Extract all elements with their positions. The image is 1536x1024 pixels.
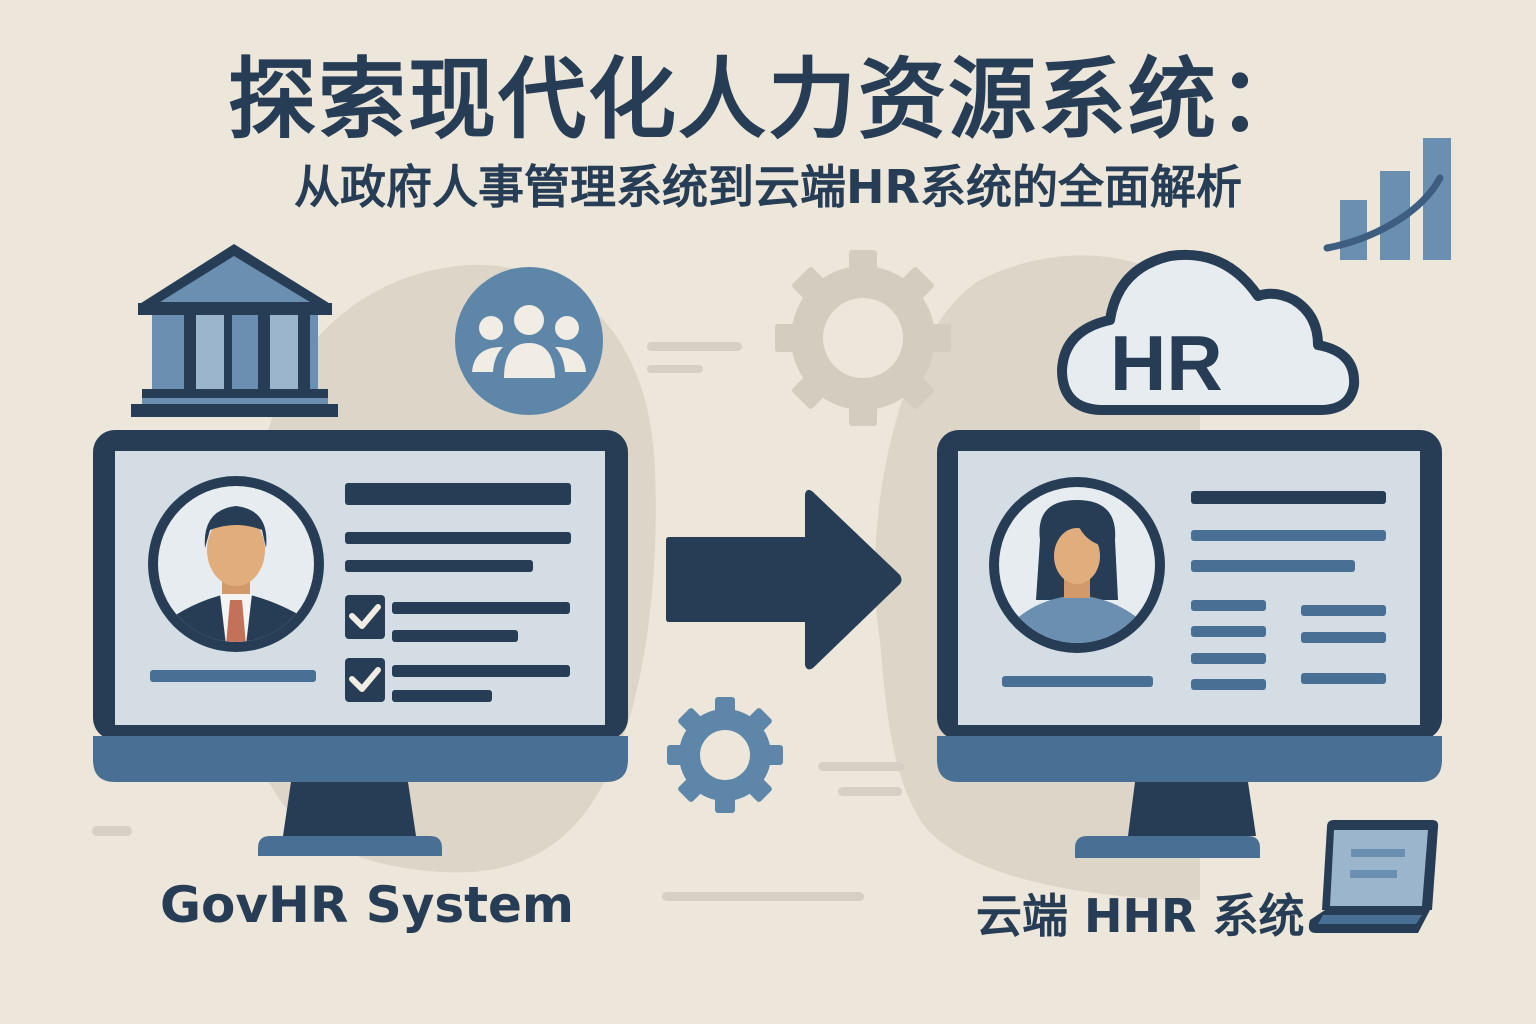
background-blob-left bbox=[260, 264, 656, 873]
govhr-system-label: GovHR System bbox=[160, 876, 575, 934]
cloud-hr-system-label: 云端 HHR 系统 bbox=[976, 889, 1305, 943]
cloud-hr-label: HR bbox=[1110, 319, 1223, 407]
faded-gear-icon bbox=[775, 250, 951, 426]
page-title: 探索现代化人力资源系统： bbox=[227, 48, 1308, 151]
decorative-dashes bbox=[92, 342, 904, 901]
page-subtitle: 从政府人事管理系统到云端HR系统的全面解析 bbox=[294, 160, 1242, 214]
